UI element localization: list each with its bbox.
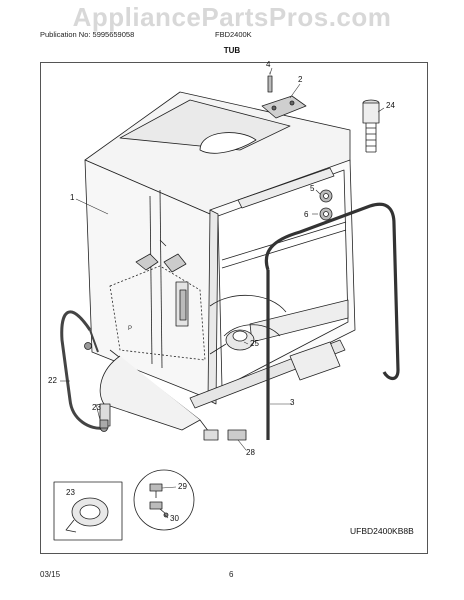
callout-4: 4 bbox=[266, 60, 271, 69]
callout-23: 23 bbox=[92, 403, 101, 412]
door-gasket bbox=[264, 202, 400, 381]
callout-2: 2 bbox=[298, 75, 303, 84]
switch-28 bbox=[227, 429, 247, 441]
callout-6: 6 bbox=[304, 210, 309, 219]
vent-tube bbox=[362, 99, 380, 153]
model-number: FBD2400K bbox=[215, 30, 252, 39]
callout-30: 30 bbox=[170, 514, 179, 523]
watermark: AppliancePartsPros.com bbox=[72, 2, 392, 32]
publication-number: Publication No: 5995659058 bbox=[40, 30, 135, 39]
diagram-frame bbox=[40, 62, 428, 554]
callout-23-detail: 23 bbox=[66, 488, 75, 497]
tub-base bbox=[99, 341, 341, 441]
figure-code: UFBD2400KB8B bbox=[350, 526, 414, 536]
callout-5: 5 bbox=[310, 184, 315, 193]
detail-clip-23 bbox=[53, 481, 123, 541]
wash-arm-hub bbox=[209, 329, 255, 355]
footer-date: 03/15 bbox=[40, 570, 61, 579]
callout-25: 25 bbox=[250, 339, 259, 348]
tub-body: P bbox=[84, 91, 351, 401]
detail-circle-29-30 bbox=[133, 469, 195, 531]
svg-text:P: P bbox=[128, 326, 132, 332]
callout-3: 3 bbox=[290, 398, 295, 407]
callout-24: 24 bbox=[386, 101, 395, 110]
callout-29: 29 bbox=[178, 482, 187, 491]
mounting-bracket bbox=[261, 72, 307, 119]
callout-28: 28 bbox=[246, 448, 255, 457]
callout-1: 1 bbox=[70, 193, 75, 202]
footer-page-number: 6 bbox=[229, 570, 234, 579]
drain-hose bbox=[60, 310, 105, 430]
page-title: TUB bbox=[223, 46, 241, 55]
callout-22: 22 bbox=[48, 376, 57, 385]
